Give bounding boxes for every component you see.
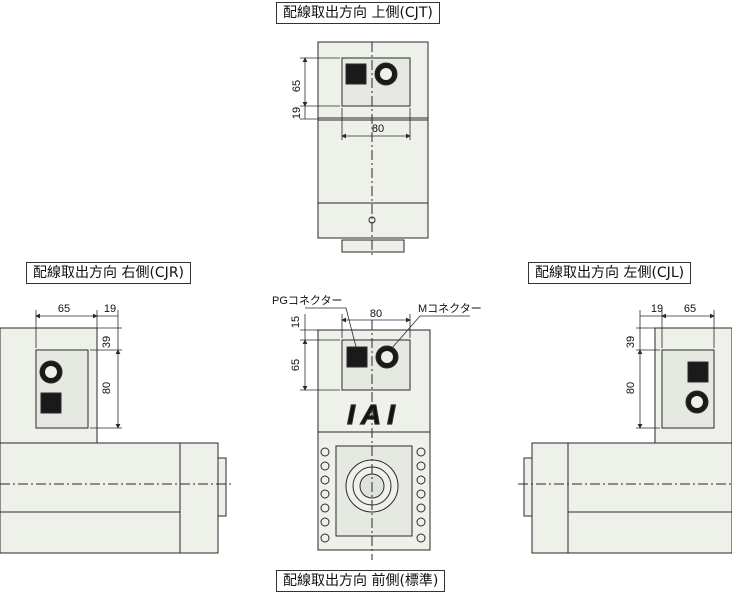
iai-logo: IAI (347, 399, 401, 430)
top-dim-65: 65 (291, 80, 303, 92)
right-dim-80: 80 (101, 382, 113, 394)
right-dim-65: 65 (58, 303, 70, 315)
right-view-title: 配線取出方向 右側(CJR) (26, 262, 192, 284)
left-view-title: 配線取出方向 左側(CJL) (528, 262, 692, 284)
top-view (300, 41, 429, 258)
top-dim-80: 80 (372, 123, 384, 135)
top-view-title: 配線取出方向 上側(CJT) (276, 2, 440, 24)
front-dim-80: 80 (370, 308, 382, 320)
m-connector-label: Mコネクター (418, 302, 482, 315)
left-dim-39: 39 (625, 336, 637, 348)
m-connector-leader (391, 315, 470, 349)
right-view (0, 310, 232, 554)
right-view-lower-body (0, 442, 219, 554)
right-dim-19: 19 (104, 303, 116, 315)
left-dim-65: 65 (684, 303, 696, 315)
front-view (300, 307, 470, 560)
left-view-lower-body (531, 442, 732, 554)
pg-connector-label: PGコネクター (272, 294, 342, 307)
right-pg-connector-icon (40, 392, 62, 414)
pg-connector-leader (305, 307, 357, 348)
left-pg-connector-icon (687, 361, 709, 383)
front-pg-connector-icon (346, 346, 368, 368)
front-dim-15: 15 (290, 316, 302, 328)
right-dim-39: 39 (101, 336, 113, 348)
front-dim-65: 65 (290, 359, 302, 371)
top-view-shaft (341, 239, 405, 253)
left-dim-19: 19 (651, 303, 663, 315)
top-pg-connector-icon (345, 63, 367, 85)
right-view-connector-plate (35, 349, 89, 429)
left-view (518, 310, 732, 554)
front-view-title: 配線取出方向 前側(標準) (276, 570, 446, 592)
left-dim-80: 80 (625, 382, 637, 394)
top-dim-19: 19 (291, 107, 303, 119)
